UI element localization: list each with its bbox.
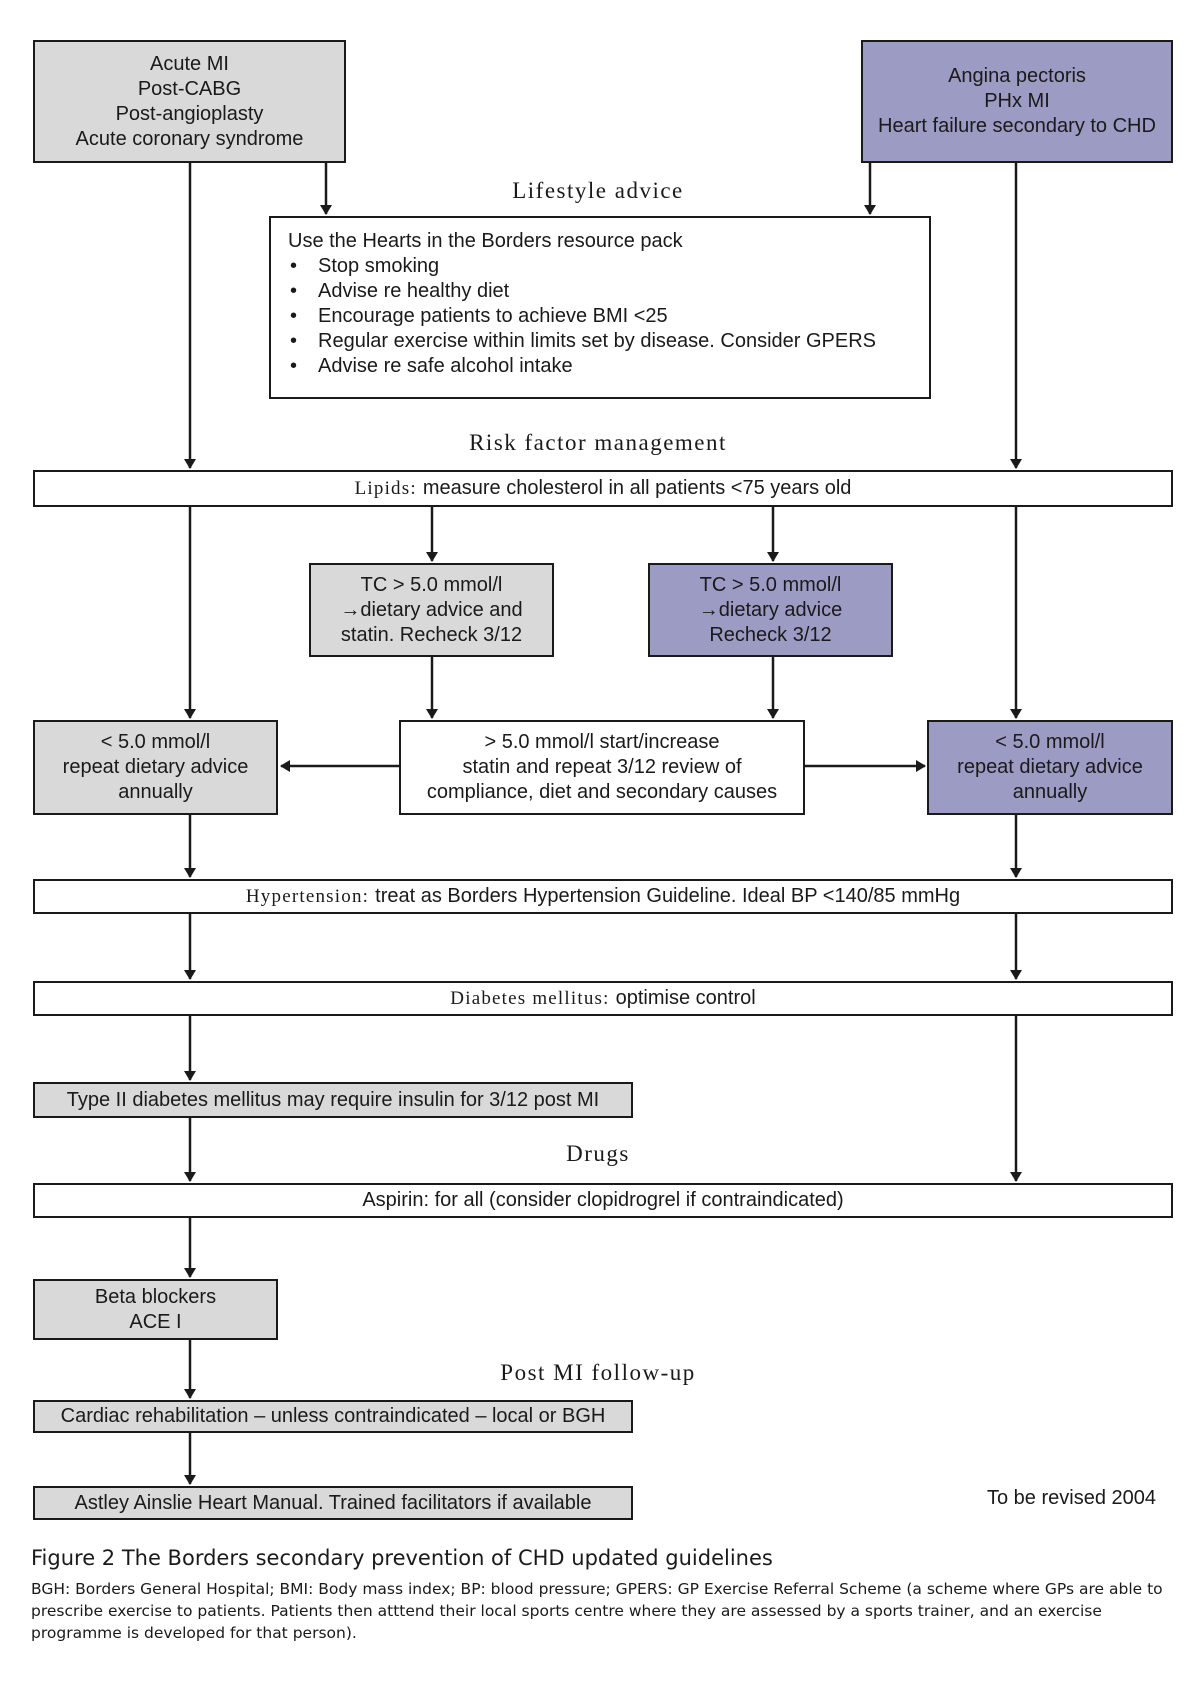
acute-line: Post-CABG [137, 77, 242, 100]
lifestyle-intro: Use the Hearts in the Borders resource p… [288, 230, 683, 252]
rehab-text: Cardiac rehabilitation – unless contrain… [60, 1405, 606, 1427]
tc-statin-box: TC > 5.0 mmol/l →dietary advice and stat… [309, 563, 554, 657]
low-right-line: annually [1012, 781, 1088, 803]
astley-text: Astley Ainslie Heart Manual. Trained fac… [74, 1491, 592, 1514]
start-statin-line: compliance, diet and secondary causes [426, 781, 778, 803]
angina-line: PHx MI [984, 90, 1050, 112]
lifestyle-list: Stop smoking Advise re healthy diet Enco… [288, 254, 929, 379]
cardiac-rehab-box: Cardiac rehabilitation – unless contrain… [33, 1400, 633, 1433]
hypertension-text: treat as Borders Hypertension Guideline.… [375, 885, 961, 907]
diabetes-prefix: Diabetes mellitus: [450, 988, 610, 1009]
low-right-line: < 5.0 mmol/l [995, 731, 1105, 753]
low-left-line: < 5.0 mmol/l [100, 731, 211, 753]
low-left-line: annually [118, 781, 193, 803]
tc-statin-line: →dietary advice and [340, 598, 523, 621]
lifestyle-item: Advise re healthy diet [288, 279, 929, 304]
lifestyle-advice-box: Use the Hearts in the Borders resource p… [269, 216, 931, 399]
acute-line: Acute MI [150, 52, 229, 75]
type2-diabetes-box: Type II diabetes mellitus may require in… [33, 1082, 633, 1118]
acute-conditions-box: Acute MI Post-CABG Post-angioplasty Acut… [33, 40, 346, 163]
low-right-line: repeat dietary advice [957, 756, 1143, 778]
tc-statin-line: statin. Recheck 3/12 [340, 623, 523, 646]
diabetes-bar: Diabetes mellitus: optimise control [33, 981, 1173, 1016]
low-cholesterol-right-box: < 5.0 mmol/l repeat dietary advice annua… [927, 720, 1173, 815]
heading-lifestyle: Lifestyle advice [512, 178, 684, 203]
hypertension-bar: Hypertension: treat as Borders Hypertens… [33, 879, 1173, 914]
tc-diet-line: TC > 5.0 mmol/l [699, 573, 842, 596]
lifestyle-item: Advise re safe alcohol intake [288, 354, 929, 379]
lifestyle-item: Encourage patients to achieve BMI <25 [288, 304, 929, 329]
beta-line: ACE I [129, 1310, 182, 1333]
beta-line: Beta blockers [94, 1285, 217, 1308]
start-statin-line: > 5.0 mmol/l start/increase [484, 731, 720, 753]
figure-caption-body: BGH: Borders General Hospital; BMI: Body… [31, 1580, 1163, 1642]
diabetes-text: optimise control [615, 987, 756, 1009]
heading-risk-factor: Risk factor management [469, 430, 727, 455]
lipids-prefix: Lipids: [354, 478, 417, 499]
lifestyle-item: Regular exercise within limits set by di… [288, 329, 929, 354]
aspirin-text: Aspirin: for all (consider clopidrogrel … [362, 1189, 844, 1211]
angina-line: Heart failure secondary to CHD [878, 115, 1156, 137]
acute-line: Post-angioplasty [115, 102, 264, 125]
lifestyle-item: Stop smoking [288, 254, 929, 279]
start-statin-line: statin and repeat 3/12 review of [462, 756, 742, 778]
revision-note: To be revised 2004 [987, 1487, 1157, 1509]
tc-statin-line: TC > 5.0 mmol/l [360, 573, 503, 596]
tc-diet-line: →dietary advice [698, 598, 843, 621]
figure-caption-title: Figure 2 The Borders secondary preventio… [31, 1546, 773, 1570]
lipids-bar: Lipids: measure cholesterol in all patie… [33, 470, 1173, 507]
lipids-text: measure cholesterol in all patients <75 … [422, 477, 852, 499]
tc-diet-box: TC > 5.0 mmol/l →dietary advice Recheck … [648, 563, 893, 657]
type2-text: Type II diabetes mellitus may require in… [66, 1088, 600, 1111]
aspirin-bar: Aspirin: for all (consider clopidrogrel … [33, 1183, 1173, 1218]
low-left-line: repeat dietary advice [62, 756, 249, 778]
heading-post-mi: Post MI follow-up [500, 1360, 696, 1385]
tc-diet-line: Recheck 3/12 [709, 623, 832, 646]
hypertension-prefix: Hypertension: [245, 886, 370, 907]
beta-blockers-box: Beta blockers ACE I [33, 1279, 278, 1340]
start-statin-box: > 5.0 mmol/l start/increase statin and r… [399, 720, 805, 815]
acute-line: Acute coronary syndrome [75, 127, 304, 150]
heading-drugs: Drugs [566, 1141, 630, 1166]
angina-conditions-box: Angina pectoris PHx MI Heart failure sec… [861, 40, 1173, 163]
heart-manual-box: Astley Ainslie Heart Manual. Trained fac… [33, 1486, 633, 1520]
angina-line: Angina pectoris [948, 65, 1086, 87]
low-cholesterol-left-box: < 5.0 mmol/l repeat dietary advice annua… [33, 720, 278, 815]
